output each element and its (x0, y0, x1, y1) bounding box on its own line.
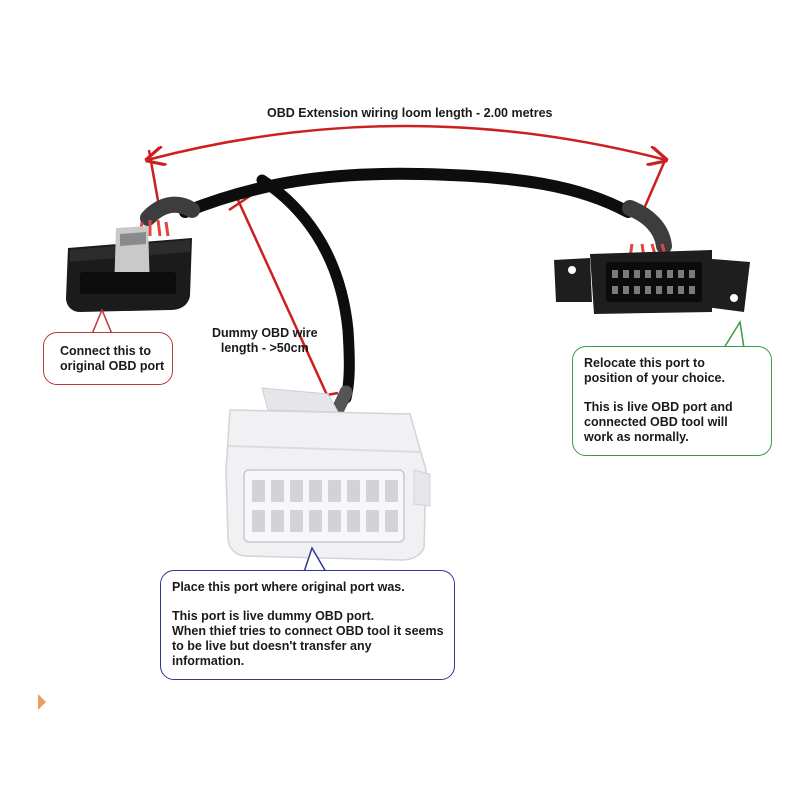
callout-connect-text: Connect this to original OBD port (60, 344, 165, 373)
callout-relocate-port: Relocate this port to position of your c… (572, 346, 772, 456)
male-obd-connector (66, 226, 192, 312)
callout-connect-original: Connect this to original OBD port (43, 332, 173, 385)
dummy-obd-connector (225, 387, 431, 561)
dummy-wire-length-label: Dummy OBD wire length - >50cm (212, 326, 318, 355)
dummy-wire-length-marker (228, 194, 339, 399)
extension-cable (179, 167, 634, 404)
callout-tail-connect (91, 308, 113, 335)
callout-dummy-body: This port is live dummy OBD port. When t… (172, 609, 444, 668)
callout-tail-dummy (303, 546, 327, 573)
callout-tail-relocate (723, 319, 745, 349)
extension-length-label: OBD Extension wiring loom length - 2.00 … (267, 106, 553, 120)
corner-mark (38, 694, 46, 710)
callout-dummy-title: Place this port where original port was. (172, 580, 405, 594)
callout-dummy-port: Place this port where original port was.… (160, 570, 455, 680)
callout-relocate-title: Relocate this port to position of your c… (584, 356, 725, 385)
female-obd-connector (554, 250, 750, 314)
callout-relocate-body: This is live OBD port and connected OBD … (584, 400, 733, 444)
